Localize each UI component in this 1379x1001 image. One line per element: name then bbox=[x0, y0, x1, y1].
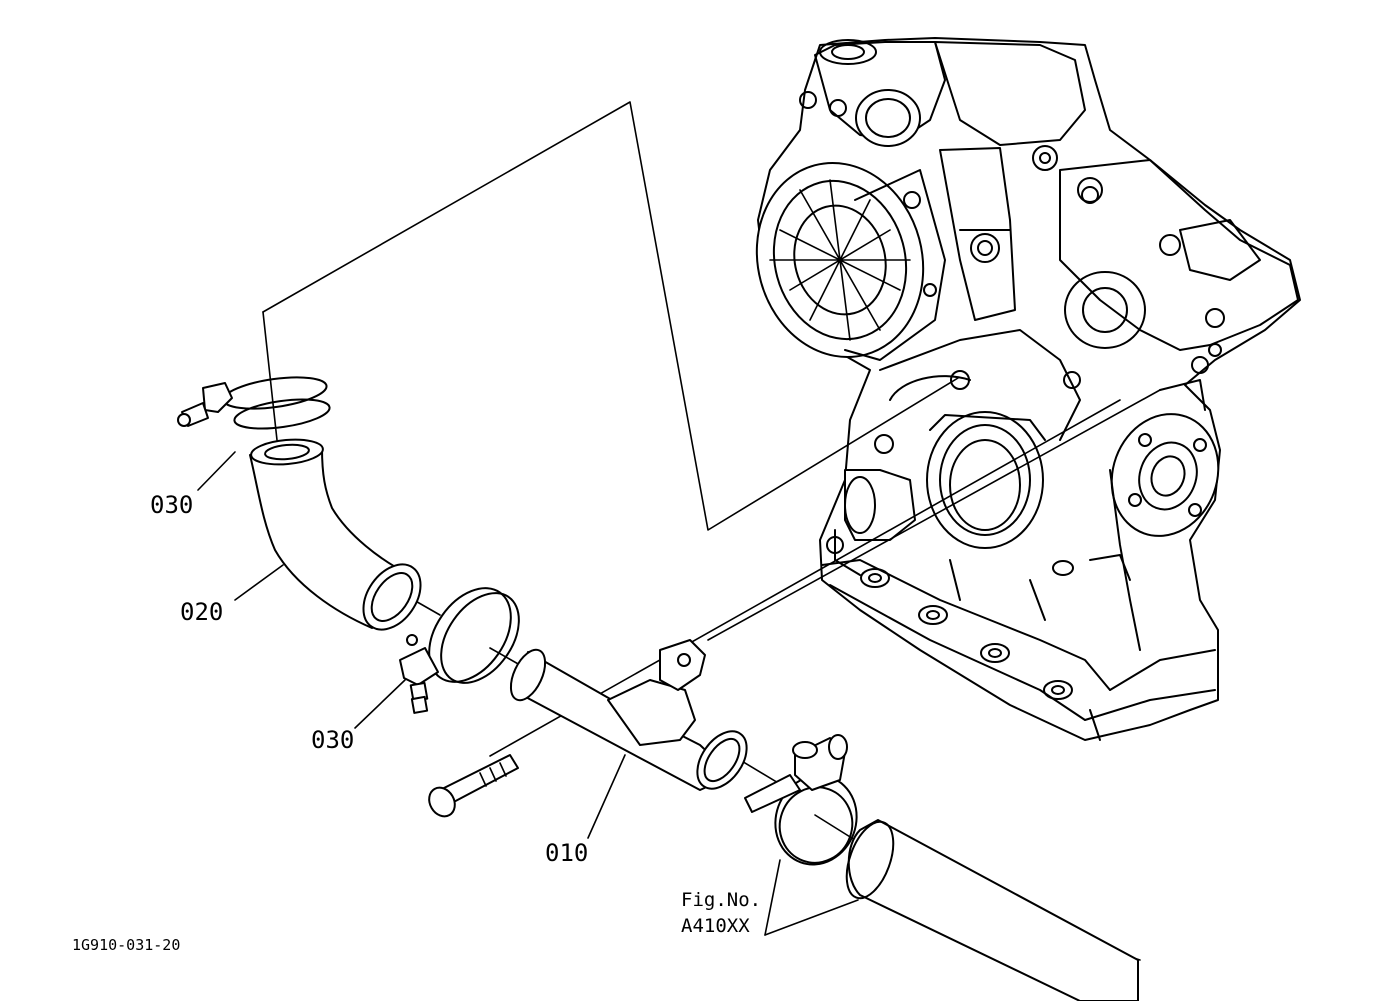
radiator-hose bbox=[845, 819, 1139, 1001]
fig-no-label: Fig.No. bbox=[681, 889, 762, 911]
fig-no-value: A410XX bbox=[681, 915, 750, 937]
bolt bbox=[428, 754, 519, 818]
fig-reference-leaders bbox=[764, 859, 859, 936]
part-number-020: 020 bbox=[180, 598, 224, 626]
part-number-030-top: 030 bbox=[150, 491, 194, 519]
hose-clamp-middle bbox=[354, 587, 520, 729]
water-hose-elbow bbox=[234, 438, 422, 631]
lower-hose-clamp bbox=[744, 734, 858, 866]
drawing-code: 1G910-031-20 bbox=[72, 936, 181, 954]
part-number-010: 010 bbox=[545, 839, 589, 867]
part-number-030-middle: 030 bbox=[311, 726, 355, 754]
engine-block bbox=[755, 37, 1301, 741]
hose-clamp-top bbox=[177, 376, 331, 491]
water-pipe bbox=[509, 639, 748, 839]
